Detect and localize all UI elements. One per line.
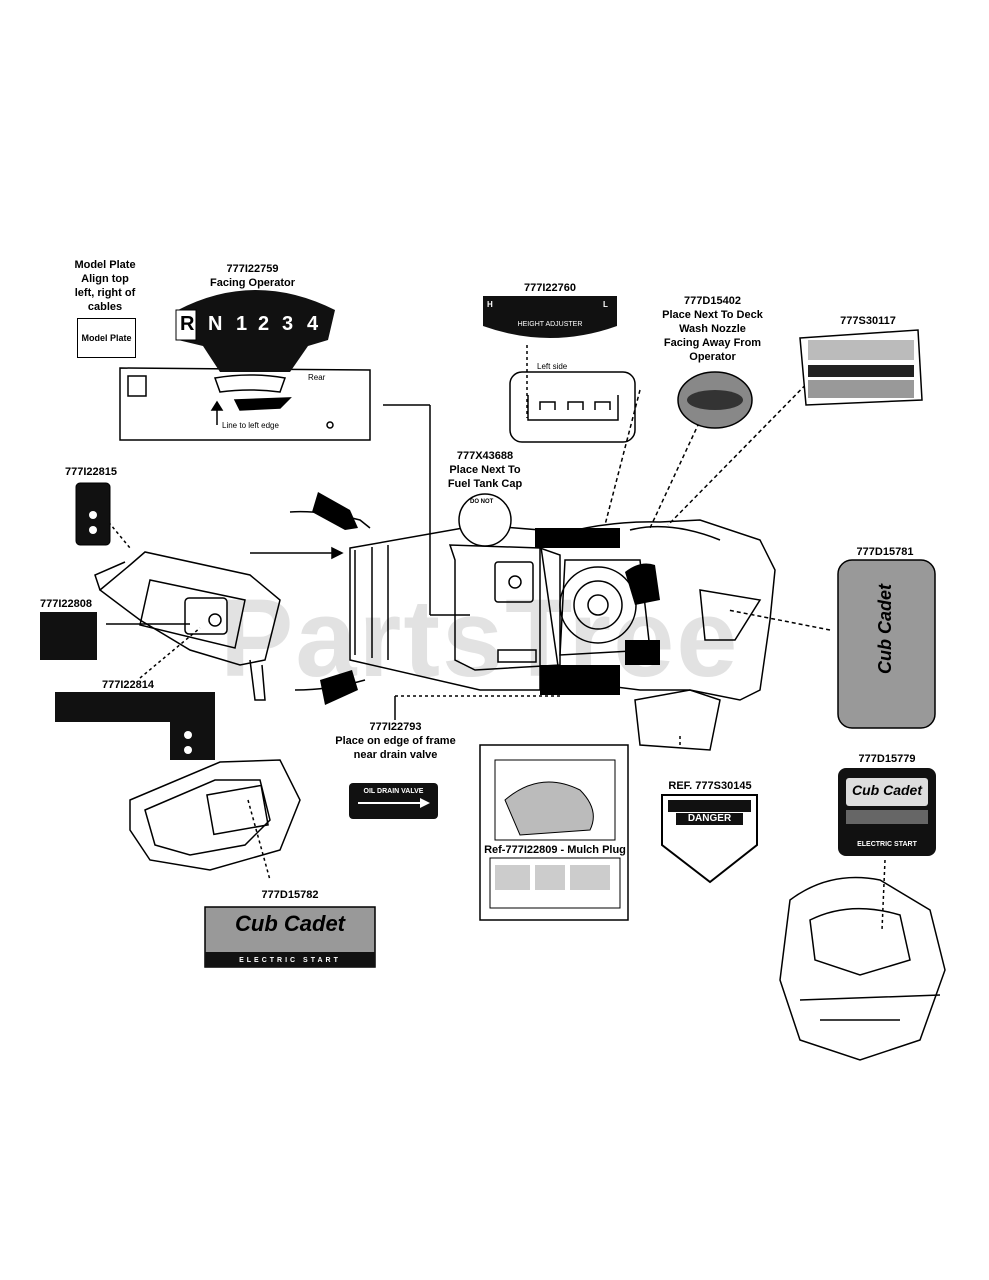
danger-text: DANGER: [687, 813, 732, 824]
gear-decal-shape: [178, 290, 335, 372]
engine-flywheel: [559, 566, 637, 644]
part-777i22814-label: 777I22814: [102, 679, 154, 691]
part-777i22793-label: 777I22793 Place on edge of frame near dr…: [335, 721, 456, 761]
ref-777s30145-label: REF. 777S30145: [668, 780, 752, 792]
gear-4: 4: [307, 313, 319, 335]
part-777x43688-label: 777X43688 Place Next To Fuel Tank Cap: [447, 450, 523, 490]
cub-cadet-engine-logo: Cub Cadet: [852, 782, 922, 798]
electric-start-engine: ELECTRIC START: [857, 841, 917, 848]
gear-2: 2: [258, 313, 270, 335]
do-not-text: DO NOT: [470, 499, 494, 505]
mower-frame: [349, 524, 541, 691]
part-777d15779-label: 777D15779: [858, 753, 916, 765]
part-777i22760-label: 777I22760: [524, 282, 576, 294]
rear-label: Rear: [308, 373, 326, 382]
model-plate-mount: [127, 375, 147, 397]
engine-lower: [779, 876, 946, 1061]
part-777i22759-label: 777I22759 Facing Operator: [210, 263, 295, 289]
gear-n: N: [208, 313, 223, 335]
part-777d15402-label: 777D15402 Place Next To Deck Wash Nozzle…: [662, 295, 763, 363]
part-777i22808-label: 777I22808: [40, 598, 92, 610]
part-777d15782-label: 777D15782: [261, 889, 319, 901]
gear-r: R: [180, 313, 195, 335]
line-left-edge-label: Line to left edge: [222, 421, 279, 430]
mulch-plug-label: Ref-777I22809 - Mulch Plug: [484, 844, 626, 856]
part-777d15781-label: 777D15781: [856, 546, 914, 558]
model-plate-label: Model Plate Align top left, right of cab…: [74, 259, 136, 313]
cub-cadet-vertical: Cub Cadet: [875, 584, 895, 674]
oil-drain-text: OIL DRAIN VALVE: [363, 788, 424, 795]
gear-1: 1: [236, 313, 248, 335]
battery-cover: [129, 759, 301, 871]
part-777i22815-label: 777I22815: [65, 466, 117, 478]
handle-upper: [98, 551, 281, 666]
l-mark: L: [603, 300, 608, 309]
model-plate-box: Model Plate: [77, 318, 136, 358]
shift-gate: [213, 374, 287, 393]
height-adjuster-text: HEIGHT ADJUSTER: [517, 321, 583, 328]
h-mark: H: [487, 300, 493, 309]
cub-cadet-battery-logo: Cub Cadet: [235, 911, 345, 936]
electric-start-battery: ELECTRIC START: [239, 957, 341, 964]
gear-3: 3: [282, 313, 294, 335]
left-side-label: Left side: [537, 362, 568, 371]
part-777s30117-label: 777S30117: [840, 315, 896, 327]
